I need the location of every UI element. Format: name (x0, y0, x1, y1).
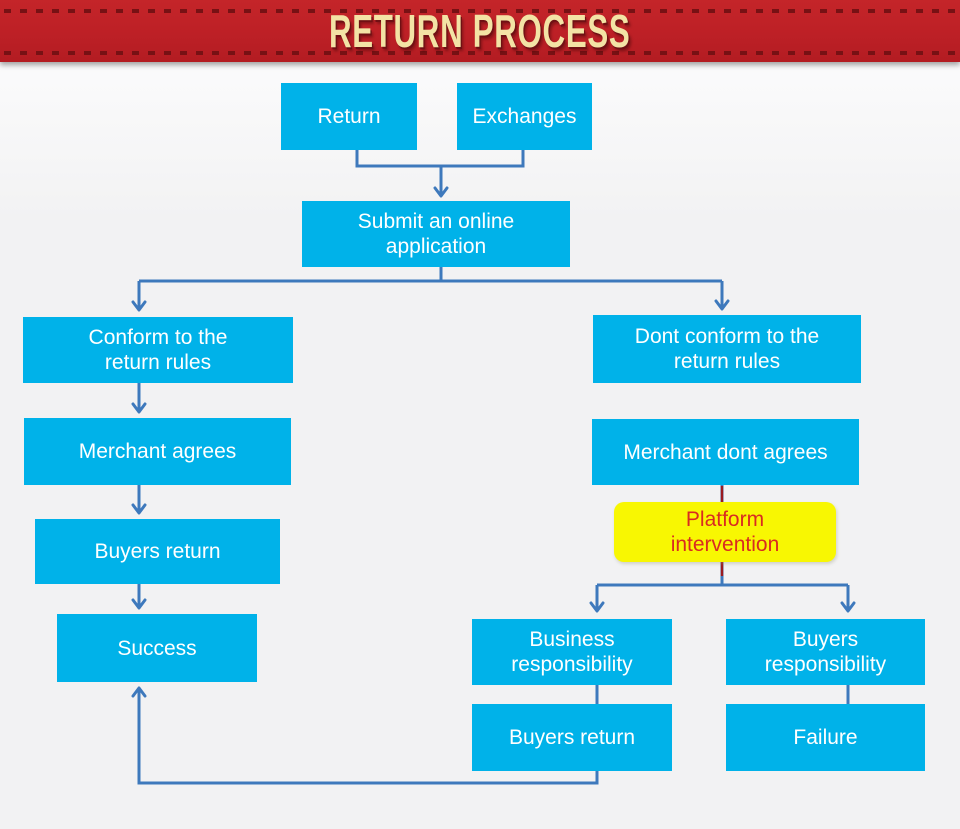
node-return-label: Return (317, 105, 381, 128)
wire-feedback-to-success (131, 686, 599, 785)
node-merchant-agrees: Merchant agrees (24, 418, 291, 485)
node-failure-label: Failure (793, 726, 858, 749)
banner-dashed-line-bottom (4, 51, 956, 55)
node-platform-intervention: Platform intervention (614, 502, 836, 562)
node-platform-intervention-label: Platform intervention (670, 508, 780, 556)
node-dont-conform-rules: Dont conform to the return rules (593, 315, 861, 383)
page-title: RETURN PROCESS (329, 5, 631, 57)
node-failure: Failure (726, 704, 925, 771)
node-conform-rules: Conform to the return rules (23, 317, 293, 383)
node-conform-label: Conform to the return rules (88, 326, 228, 374)
node-submit-label: Submit an online application (357, 210, 515, 258)
node-business-responsibility: Business responsibility (472, 619, 672, 685)
node-submit-application: Submit an online application (302, 201, 570, 267)
node-buyers-return-bottom: Buyers return (472, 704, 672, 771)
node-exchanges: Exchanges (457, 83, 592, 150)
title-banner: RETURN PROCESS (0, 0, 960, 62)
node-return: Return (281, 83, 417, 150)
node-buyers-responsibility: Buyers responsibility (726, 619, 925, 685)
node-merchant-agrees-label: Merchant agrees (78, 440, 237, 463)
node-business-responsibility-label: Business responsibility (511, 628, 633, 676)
node-merchant-dont-agrees: Merchant dont agrees (592, 419, 859, 485)
wire-return-exchanges-merge (355, 150, 525, 168)
node-buyers-return-left: Buyers return (35, 519, 280, 584)
node-exchanges-label: Exchanges (472, 105, 577, 128)
node-success: Success (57, 614, 257, 682)
node-buyers-return-bottom-label: Buyers return (508, 726, 636, 749)
node-buyers-return-left-label: Buyers return (94, 540, 221, 563)
banner-dashed-line-top (4, 9, 956, 13)
node-merchant-dont-agrees-label: Merchant dont agrees (623, 440, 828, 464)
node-success-label: Success (117, 636, 197, 660)
node-buyers-responsibility-label: Buyers responsibility (764, 628, 887, 676)
node-dont-conform-label: Dont conform to the return rules (634, 325, 820, 373)
